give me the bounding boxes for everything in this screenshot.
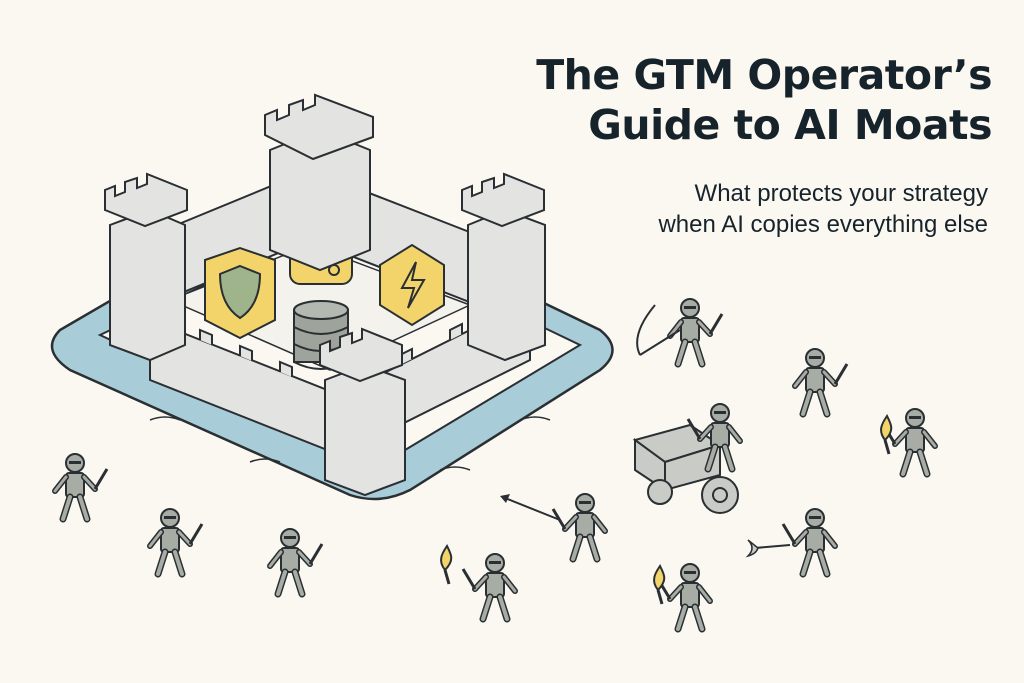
page-title: The GTM Operator’s Guide to AI Moats	[536, 50, 992, 150]
subtitle-line-2: when AI copies everything else	[658, 211, 988, 238]
subtitle-line-1: What protects your strategy	[694, 180, 988, 207]
title-line-1: The GTM Operator’s	[536, 51, 992, 99]
siege-cart	[632, 423, 739, 514]
title-line-2: Guide to AI Moats	[588, 101, 992, 149]
soldiers	[55, 299, 935, 629]
page-subtitle: What protects your strategy when AI copi…	[658, 178, 988, 240]
shield-icon	[204, 246, 276, 340]
lightning-icon	[379, 243, 445, 327]
